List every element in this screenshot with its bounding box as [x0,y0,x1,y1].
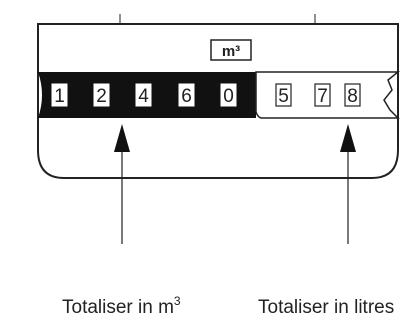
digit-cell [51,83,68,107]
unit-label-box [210,39,252,61]
digit: 8 [347,86,358,107]
arrow-to-litre-totaliser [340,124,356,244]
digit: 4 [138,86,149,107]
digit-cell [93,83,110,107]
digit-cell [220,83,237,107]
arrow-head-icon [114,124,130,152]
digit: 7 [317,86,328,107]
digit-cell [275,83,292,107]
digit: 2 [96,86,107,107]
digit-cell [135,83,152,107]
totaliser-m3-label: Totaliser in m3 [62,294,181,318]
digit: 6 [181,86,192,107]
arrow-head-icon [340,124,356,152]
arrow-to-cubic-meter-totaliser [114,124,130,244]
cubic-meter-digits: 1 2 4 6 0 [51,83,237,107]
digit-cell [344,83,361,107]
digit: 5 [278,86,289,107]
digit: 0 [223,86,234,107]
totaliser-litres-label: Totaliser in litres [258,297,394,318]
digit: 1 [54,86,65,107]
unit-label: m³ [222,43,240,60]
litre-digits: 5 7 8 [275,83,361,107]
totaliser-m3-label-text: Totaliser in m [62,297,174,318]
totaliser-m3-label-superscript: 3 [174,294,181,308]
digit-cell [178,83,195,107]
digit-cell [314,83,331,107]
